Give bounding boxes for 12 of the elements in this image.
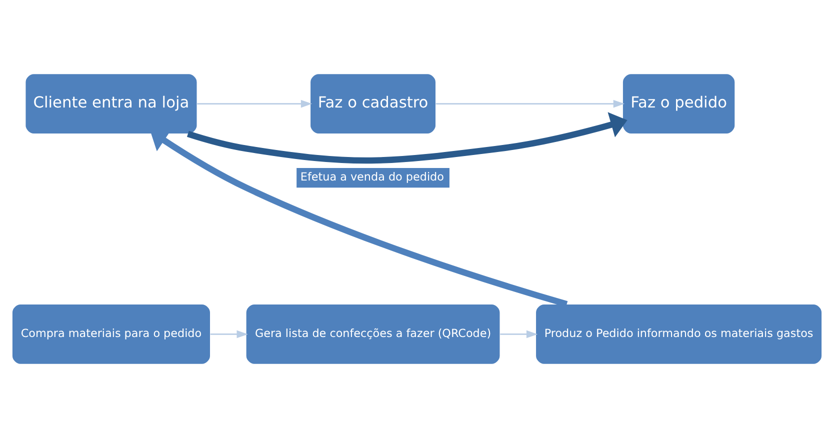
arrow xyxy=(186,112,628,164)
arrow xyxy=(500,330,538,338)
arrow xyxy=(197,100,312,108)
node-box: Gera lista de confecções a fazer (QRCode) xyxy=(246,304,500,365)
edge-label: Efetua a venda do pedido xyxy=(300,170,444,184)
arrow xyxy=(210,330,248,338)
node-box: Faz o cadastro xyxy=(310,73,436,134)
node-box: Produz o Pedido informando os materiais gastos xyxy=(535,304,822,365)
node-box: Cliente entra na loja xyxy=(25,73,198,134)
node-box: Compra materiais para o pedido xyxy=(12,304,211,365)
node-box: Faz o pedido xyxy=(622,73,736,134)
arrow xyxy=(436,100,625,108)
